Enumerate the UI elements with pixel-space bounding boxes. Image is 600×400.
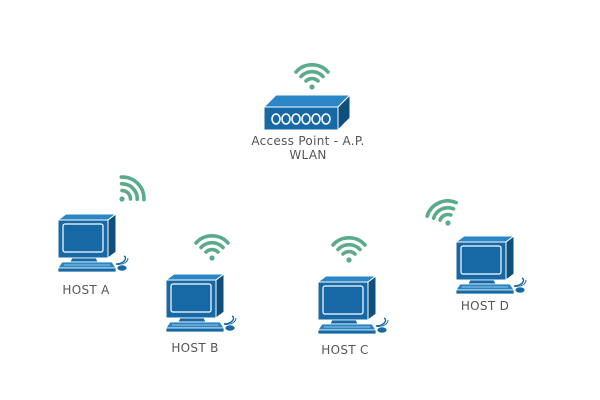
workstation-icon — [165, 273, 237, 333]
wifi-signal-icon — [331, 236, 367, 265]
host-c-label: HOST C — [321, 343, 369, 357]
workstation-icon — [455, 235, 527, 295]
workstation-icon — [317, 275, 389, 335]
host-d-label: HOST D — [460, 299, 510, 313]
host-d-node — [422, 194, 527, 295]
wireless-access-point-icon — [262, 93, 352, 132]
wifi-signal-icon — [107, 170, 151, 214]
host-b-node — [165, 234, 237, 333]
access-point-label: Access Point - A.P. WLAN — [238, 134, 378, 162]
host-b-label: HOST B — [171, 341, 219, 355]
access-point-node — [262, 63, 352, 132]
workstation-icon — [57, 213, 129, 273]
host-a-label: HOST A — [62, 283, 110, 297]
wifi-signal-icon — [194, 234, 230, 263]
wifi-signal-icon — [422, 194, 466, 234]
access-point-label-line1: Access Point - A.P. — [251, 134, 365, 148]
host-a-node — [57, 170, 151, 273]
access-point-label-line2: WLAN — [289, 148, 327, 162]
wifi-signal-icon — [294, 63, 330, 92]
host-c-node — [317, 236, 389, 335]
